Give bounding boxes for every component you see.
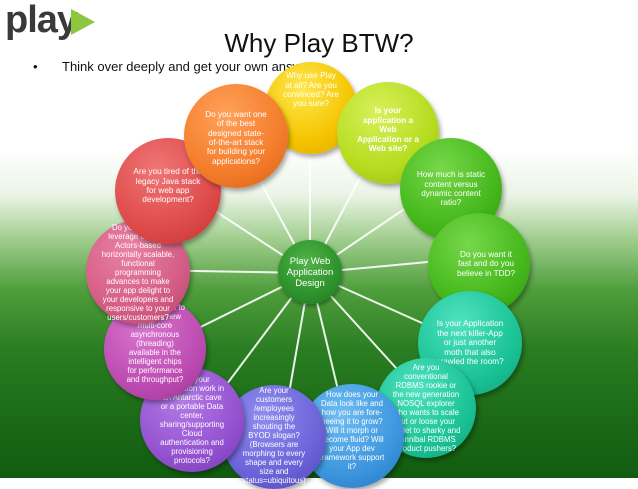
center-hub-label: Play Web Application Design <box>286 255 334 289</box>
spoke-state-of-art: Do you want one of the best designed sta… <box>184 84 288 188</box>
center-hub: Play Web Application Design <box>278 240 342 304</box>
spoke-web-app-or-site-text: Is your application a Web Application or… <box>357 106 419 154</box>
bullet-text: Think over deeply and get your own answe… <box>62 59 320 74</box>
logo-text: play <box>5 0 78 41</box>
spoke-killer-app-text: Is your Application the next killer-App … <box>436 319 504 367</box>
spoke-legacy-java-text: Are you tired of the legacy Java stack f… <box>133 167 203 205</box>
spoke-actors-text: Do you want to leverage the new Actors-b… <box>101 222 175 322</box>
bullet-marker: • <box>33 59 38 74</box>
slide-title: Why Play BTW? <box>224 28 414 58</box>
spoke-actors: Do you want to leverage the new Actors-b… <box>86 220 190 324</box>
play-triangle-icon <box>71 9 95 35</box>
spoke-state-of-art-text: Do you want one of the best designed sta… <box>205 109 267 166</box>
spoke-convinced-text: Why use Play at all? Are you convinced? … <box>283 71 339 109</box>
spoke-nosql-text: Are you conventional RDBMS rookie or the… <box>391 363 461 453</box>
spoke-byod-text: Are your customers /employees increasing… <box>242 385 306 485</box>
play-logo: play <box>5 0 105 41</box>
spoke-tdd-text: Do you want it fast and do you believe i… <box>456 249 516 278</box>
spoke-static-dynamic-text: How much is static content versus dynami… <box>416 170 486 208</box>
spoke-look-like-text: How does your Data look like and how you… <box>319 389 385 471</box>
spoke-look-like: How does your Data look like and how you… <box>300 384 404 488</box>
